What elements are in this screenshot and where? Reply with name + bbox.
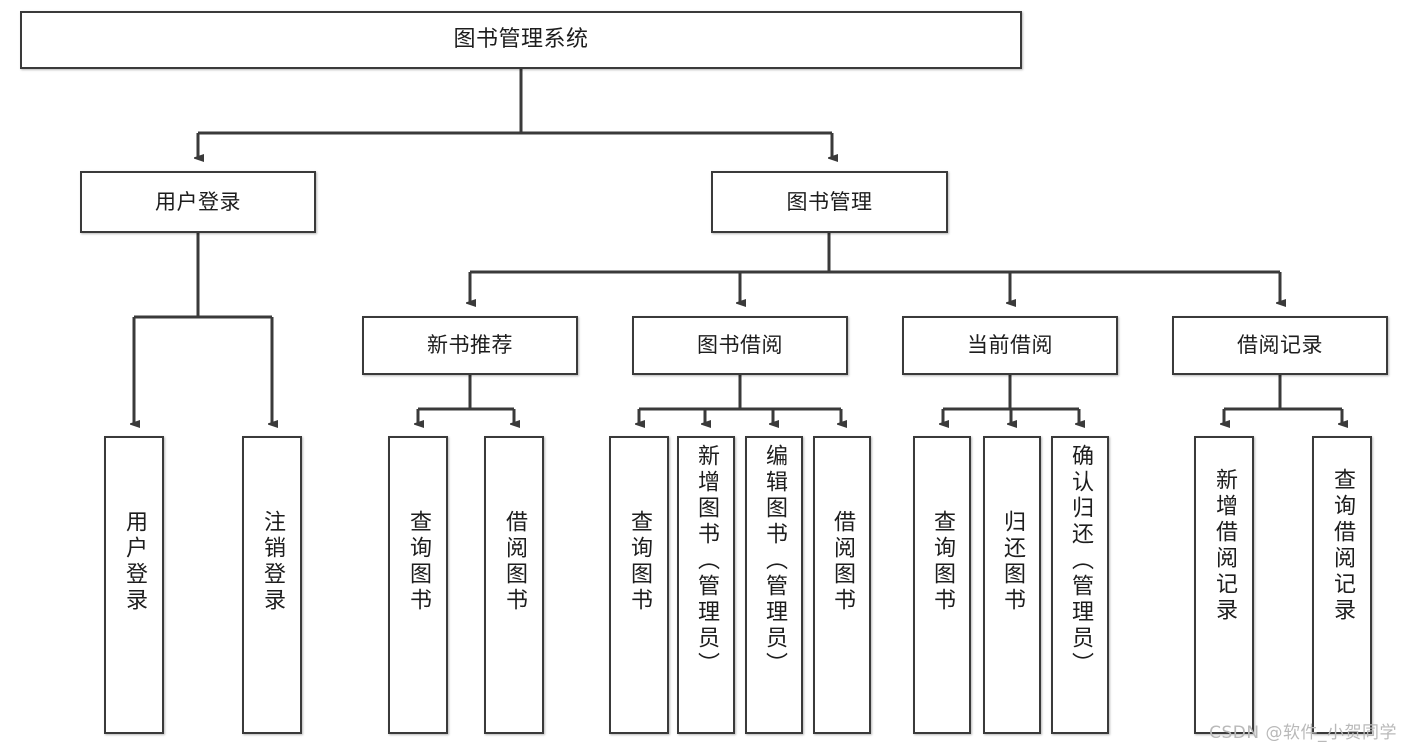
node-label: 图书借阅 — [697, 333, 783, 358]
node-borrow-record[interactable]: 借阅记录 — [1172, 316, 1388, 375]
leaf-borrow-book[interactable]: 借阅图书 — [813, 436, 871, 734]
node-label: 查询图书 — [406, 510, 431, 614]
leaf-user-login[interactable]: 用户登录 — [104, 436, 164, 734]
watermark: CSDN @软件_小贺同学 — [1209, 723, 1397, 743]
node-label: 查询图书 — [930, 510, 955, 614]
leaf-borrow-book-recommend[interactable]: 借阅图书 — [484, 436, 544, 734]
node-label: 用户登录 — [155, 189, 241, 214]
node-label: 新增借阅记录 — [1212, 468, 1237, 624]
leaf-add-borrow-record[interactable]: 新增借阅记录 — [1194, 436, 1254, 734]
leaf-query-book-current[interactable]: 查询图书 — [913, 436, 971, 734]
leaf-add-book-admin[interactable]: 新增图书（管理员） — [677, 436, 735, 734]
leaf-query-borrow-record[interactable]: 查询借阅记录 — [1312, 436, 1372, 734]
node-label: 图书管理系统 — [453, 27, 589, 53]
node-label: 借阅图书 — [502, 510, 527, 614]
node-current-borrow[interactable]: 当前借阅 — [902, 316, 1118, 375]
node-label: 查询借阅记录 — [1330, 468, 1355, 624]
leaf-query-book-recommend[interactable]: 查询图书 — [388, 436, 448, 734]
node-book-management[interactable]: 图书管理 — [711, 171, 948, 233]
node-new-book-recommend[interactable]: 新书推荐 — [362, 316, 578, 375]
node-root-system[interactable]: 图书管理系统 — [20, 11, 1022, 69]
leaf-logout[interactable]: 注销登录 — [242, 436, 302, 734]
node-label: 注销登录 — [260, 510, 285, 614]
node-label: 图书管理 — [786, 189, 873, 214]
leaf-edit-book-admin[interactable]: 编辑图书（管理员） — [745, 436, 803, 734]
node-label: 新书推荐 — [427, 333, 513, 358]
node-label: 编辑图书（管理员） — [762, 444, 787, 678]
node-label: 确认归还（管理员） — [1068, 444, 1093, 678]
node-label: 当前借阅 — [967, 333, 1053, 358]
leaf-confirm-return-admin[interactable]: 确认归还（管理员） — [1051, 436, 1109, 734]
node-label: 借阅记录 — [1237, 333, 1323, 358]
node-label: 归还图书 — [1000, 510, 1025, 614]
node-book-borrow[interactable]: 图书借阅 — [632, 316, 848, 375]
node-label: 用户登录 — [122, 510, 147, 614]
node-label: 查询图书 — [627, 510, 652, 614]
leaf-query-book-borrow[interactable]: 查询图书 — [609, 436, 669, 734]
node-label: 新增图书（管理员） — [694, 444, 719, 678]
node-user-login[interactable]: 用户登录 — [80, 171, 316, 233]
leaf-return-book[interactable]: 归还图书 — [983, 436, 1041, 734]
node-label: 借阅图书 — [830, 510, 855, 614]
